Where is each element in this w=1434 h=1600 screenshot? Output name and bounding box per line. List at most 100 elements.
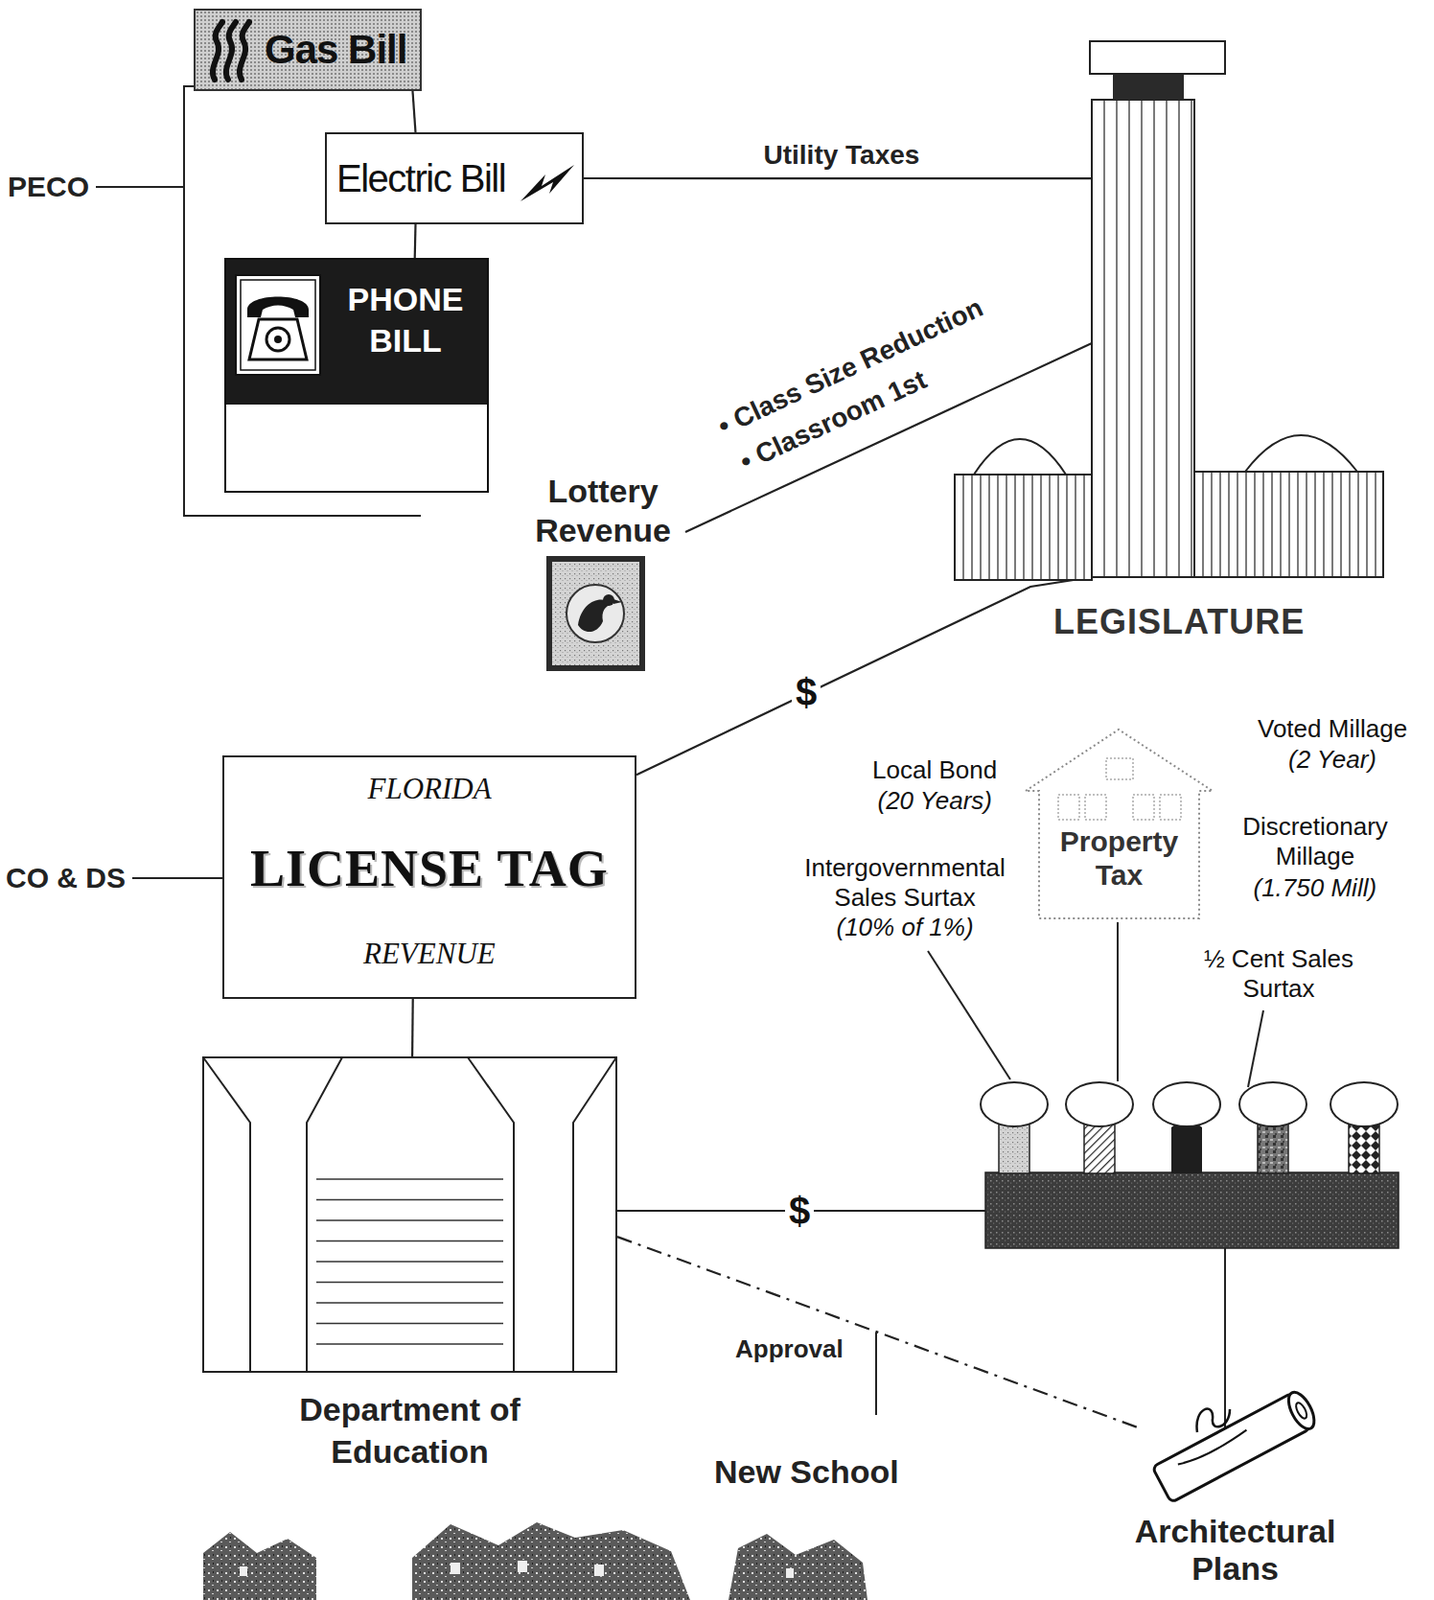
lottery-revenue-ticket-picture [602, 594, 615, 606]
department-of-education-building: Department of Education [202, 1056, 618, 1373]
gas-bill-box-picture [239, 22, 250, 80]
legislature-building-picture [979, 475, 981, 579]
revenue-label: Local Bond [872, 755, 997, 786]
legislature-building-picture [1322, 472, 1324, 577]
department-of-education-building-picture [203, 1057, 617, 1372]
legislature-building-picture [1365, 472, 1367, 577]
utility-bracket [95, 185, 185, 188]
legislature-building-picture [1210, 472, 1212, 577]
department-of-education-building-picture [306, 1057, 343, 1373]
legislature-building-picture [1202, 472, 1203, 577]
legislature-building-picture [1253, 472, 1255, 577]
school-illustration [517, 1560, 528, 1573]
node-text: Property Tax [1047, 825, 1192, 892]
legislature-building-picture [1236, 472, 1238, 577]
legislature-building-picture [1031, 475, 1033, 579]
legislature-building-picture [1057, 475, 1059, 579]
architectural-plans-scroll-picture [1178, 1428, 1249, 1469]
legislature-building-picture [1305, 472, 1307, 577]
school-illustration [203, 1522, 868, 1600]
node-text: LICENSE TAG [250, 837, 609, 901]
department-of-education-building-picture [316, 1260, 504, 1263]
legislature-building-picture [1128, 100, 1130, 577]
legislature-building-picture [1083, 475, 1085, 579]
connector-label: $ [791, 669, 821, 716]
phone-bill-box-picture [249, 319, 307, 360]
lottery-revenue-ticket-picture [613, 599, 623, 604]
legislature-building-picture [1245, 435, 1358, 472]
connector [412, 91, 416, 133]
department-of-education-building-picture [316, 1240, 504, 1243]
department-of-education-building-picture [203, 1057, 251, 1373]
local-revenue-pipes [1330, 1082, 1398, 1127]
legislature-building-picture [1115, 100, 1117, 577]
leader-line [1224, 1248, 1226, 1429]
property-tax-house-picture [1058, 794, 1080, 820]
leader-line [927, 950, 1011, 1080]
local-revenue-pipes [1153, 1082, 1221, 1127]
node-text: Electric Bill [336, 155, 506, 202]
local-revenue-pipes [980, 1082, 1399, 1249]
department-of-education-building-picture [316, 1322, 504, 1325]
legislature-building-picture [1340, 472, 1342, 577]
electric-bill-box-picture [520, 164, 575, 202]
phone-bill-box-picture [226, 259, 487, 405]
legislature-building-picture [1262, 472, 1264, 577]
phone-bill-box-picture [266, 327, 290, 351]
leader-line [875, 1332, 878, 1415]
property-tax-house: Property Tax [1025, 729, 1213, 919]
legislature-building-picture [1112, 73, 1184, 100]
architectural-plans-scroll-picture [1152, 1392, 1311, 1504]
legislature-building-picture [1022, 475, 1024, 579]
department-of-education-building-picture [316, 1342, 504, 1345]
legislature-building-picture [962, 475, 964, 579]
legislature-building-picture [1040, 475, 1041, 579]
legislature-building-picture [1089, 41, 1226, 74]
leader-line [1116, 922, 1119, 1082]
legislature-building-picture [996, 475, 998, 579]
school-illustration [450, 1562, 461, 1574]
school-illustration [728, 1533, 868, 1600]
legislature-building-picture [1296, 472, 1298, 577]
legislature-building-picture [1048, 475, 1050, 579]
school-illustration [594, 1564, 604, 1576]
legislature-building-picture [1005, 475, 1007, 579]
legislature-building-picture [1194, 471, 1384, 578]
legislature-building-picture [1153, 100, 1155, 577]
architectural-plans-scroll-picture [1137, 1393, 1333, 1506]
local-revenue-pipes [1348, 1121, 1380, 1174]
connector [414, 224, 417, 258]
legislature-building-picture [1065, 475, 1067, 579]
phone-bill-box-picture [247, 297, 309, 319]
revenue-label: Intergovernmental Sales Surtax [789, 853, 1020, 913]
department-of-education-building-picture [316, 1301, 504, 1304]
legislature-building-picture [988, 475, 990, 579]
legislature-building-picture [1091, 99, 1195, 578]
legislature-building-picture [1074, 475, 1076, 579]
lottery-revenue-ticket: Lottery Revenue [520, 471, 686, 673]
school-illustration [412, 1522, 691, 1600]
gas-bill-box: Gas Bill [193, 8, 422, 92]
node-text: REVENUE [363, 935, 496, 972]
money-symbol: $ [785, 1187, 814, 1234]
license-tag-box: FLORIDA LICENSE TAG REVENUE [222, 755, 637, 999]
node-text: FLORIDA [368, 770, 492, 807]
architectural-plans-scroll-picture [1152, 1387, 1319, 1503]
leader-line [1248, 1010, 1264, 1088]
legislature-building-picture [1091, 99, 1195, 578]
local-revenue-pipes [998, 1121, 1030, 1174]
department-of-education-building-picture [573, 1057, 617, 1373]
department-of-education-building-picture [316, 1178, 504, 1180]
connector [583, 177, 1092, 180]
architectural-plans-scroll: Architectural Plans [1137, 1393, 1333, 1506]
property-tax-house-picture [1159, 794, 1181, 820]
architectural-plans-scroll-picture [1283, 1387, 1319, 1433]
gas-bill-box-picture [212, 22, 223, 80]
department-of-education-building-picture [316, 1281, 504, 1284]
legislature-building-picture [973, 439, 1066, 475]
department-of-education-building-picture [467, 1057, 514, 1373]
connector [617, 1236, 1138, 1428]
local-revenue-pipes [1257, 1121, 1289, 1174]
legislature-building-picture [1245, 472, 1247, 577]
